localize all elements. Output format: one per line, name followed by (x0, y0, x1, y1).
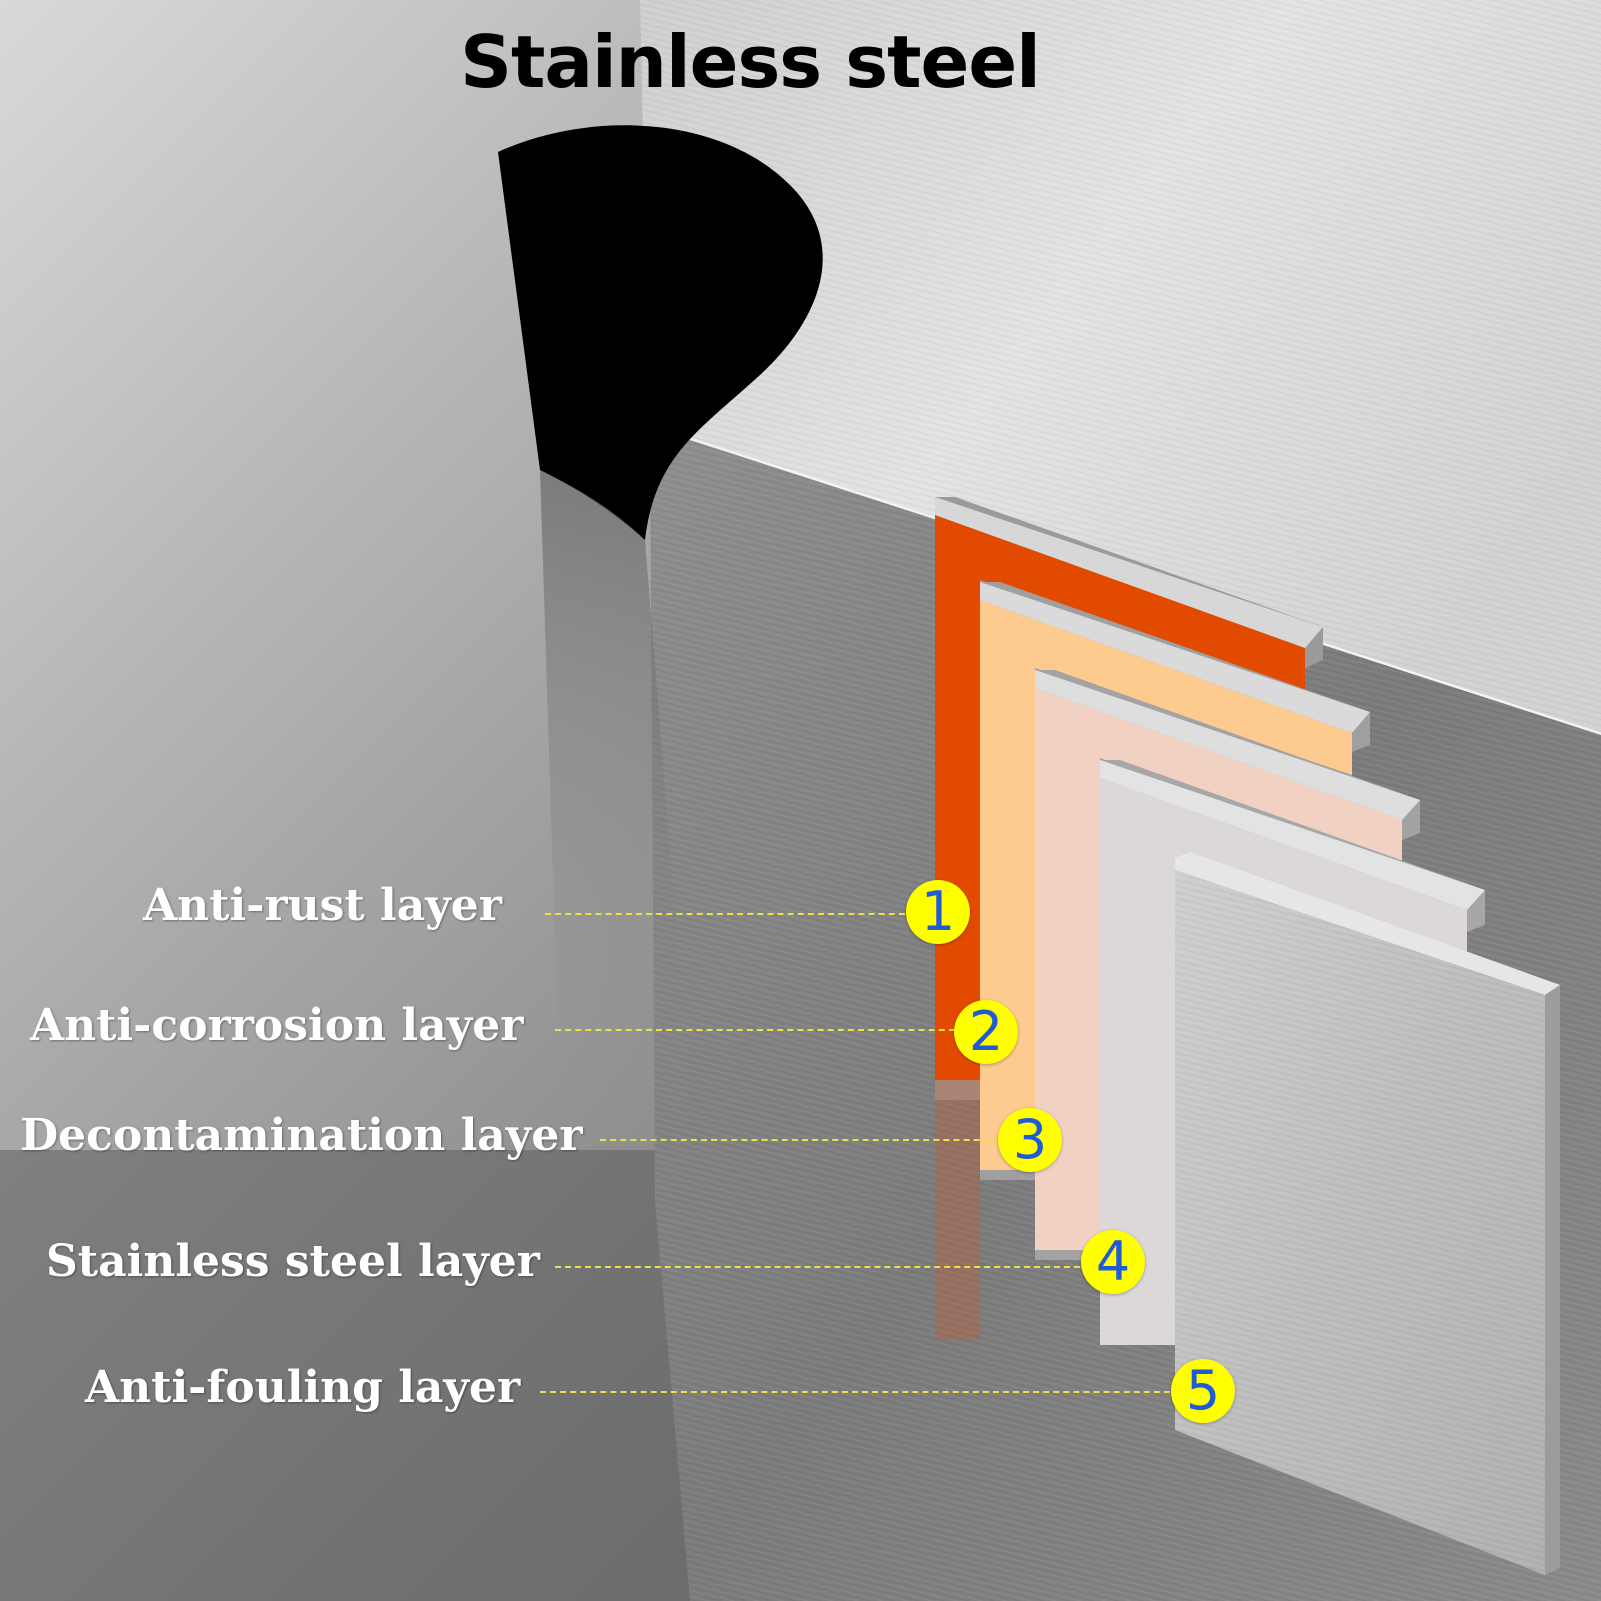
layer-label-decontamination: Decontamination layer (20, 1110, 583, 1161)
layer-number-badge-4: 4 (1081, 1230, 1145, 1294)
layer-number-badge-1: 1 (906, 880, 970, 944)
leader-line-5 (540, 1391, 1180, 1393)
leader-line-1 (545, 913, 915, 915)
layer-number-badge-5: 5 (1171, 1359, 1235, 1423)
layer-label-anti-rust: Anti-rust layer (143, 880, 502, 931)
layer-number-badge-2: 2 (954, 1000, 1018, 1064)
leader-line-4 (555, 1266, 1080, 1268)
layer-label-anti-corrosion: Anti-corrosion layer (30, 1000, 524, 1051)
leader-line-2 (555, 1029, 965, 1031)
leader-line-3 (600, 1139, 1010, 1141)
page-title: Stainless steel (460, 20, 1041, 104)
layer-label-stainless-steel: Stainless steel layer (46, 1236, 540, 1287)
layer-number-badge-3: 3 (998, 1108, 1062, 1172)
layer-label-anti-fouling: Anti-fouling layer (85, 1362, 521, 1413)
